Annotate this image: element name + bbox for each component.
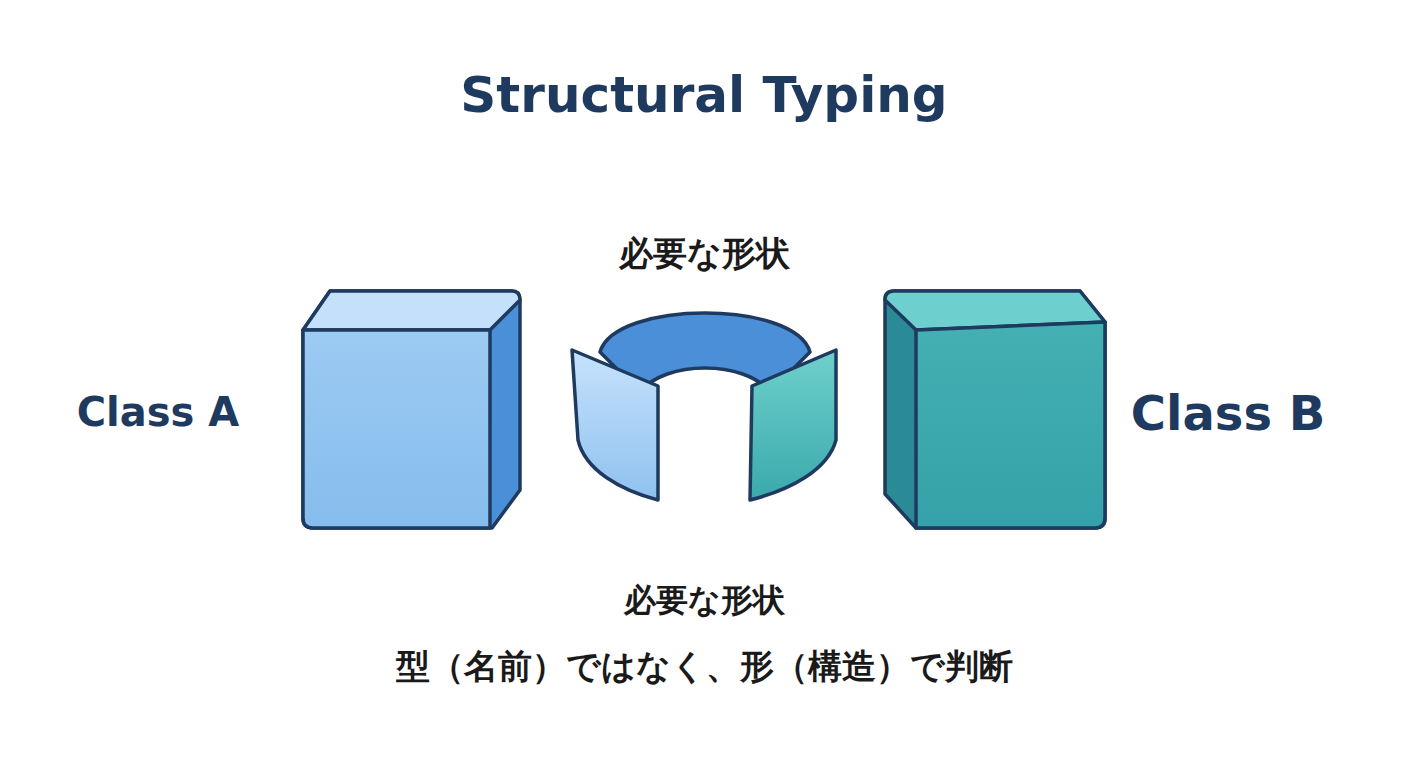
shape-label: 必要な形状 [615,234,794,273]
cube-a [303,291,520,528]
node-text: Class A [73,389,244,435]
caption-heading: 必要な形状 [0,579,1408,623]
diagram-title: Structural Typing [0,66,1408,124]
class-label: Class A [73,389,244,435]
node-text: 必要な形状 [615,234,794,273]
cube-b [885,291,1105,528]
required-shape [572,313,836,500]
caption-text: 型（名前）ではなく、形（構造）で判断 [0,644,1408,690]
node-text: Class B [1127,386,1330,441]
class-label: Class B [1127,386,1330,441]
